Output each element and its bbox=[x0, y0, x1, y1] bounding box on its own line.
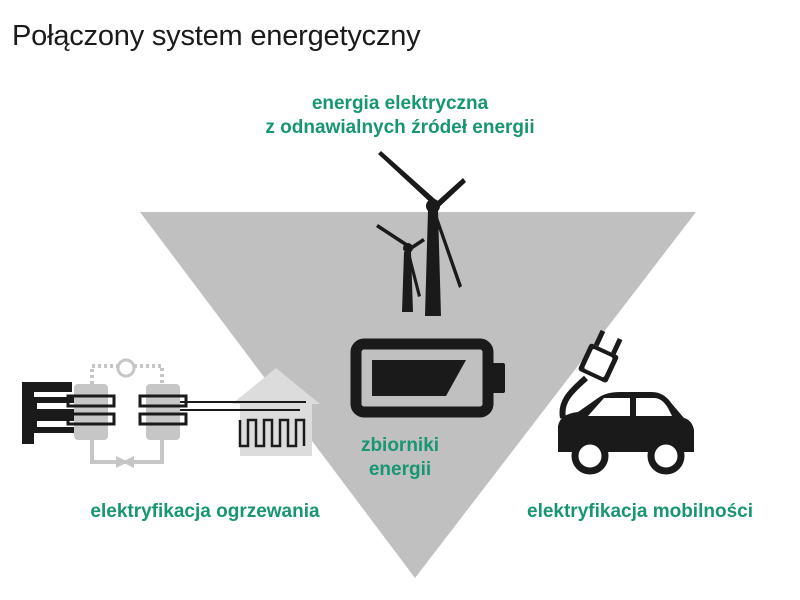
heat-pump-icon bbox=[22, 358, 320, 468]
renewables-label-line2: z odnawialnych źródeł energii bbox=[265, 117, 535, 138]
storage-label-line2: energii bbox=[368, 459, 432, 480]
battery-icon bbox=[350, 338, 505, 418]
heating-label: elektryfikacja ogrzewania bbox=[90, 501, 320, 522]
electric-car-icon bbox=[558, 329, 694, 475]
storage-label-line1: zbiorniki bbox=[360, 435, 440, 456]
storage-label: zbiorniki energii bbox=[330, 434, 470, 482]
renewables-label-line1: energia elektryczna bbox=[311, 93, 489, 114]
mobility-label: elektryfikacja mobilności bbox=[527, 501, 753, 522]
renewables-label: energia elektryczna z odnawialnych źróde… bbox=[200, 92, 600, 140]
page-title: Połączony system energetyczny bbox=[12, 20, 421, 52]
wind-turbine-icon bbox=[376, 151, 466, 316]
